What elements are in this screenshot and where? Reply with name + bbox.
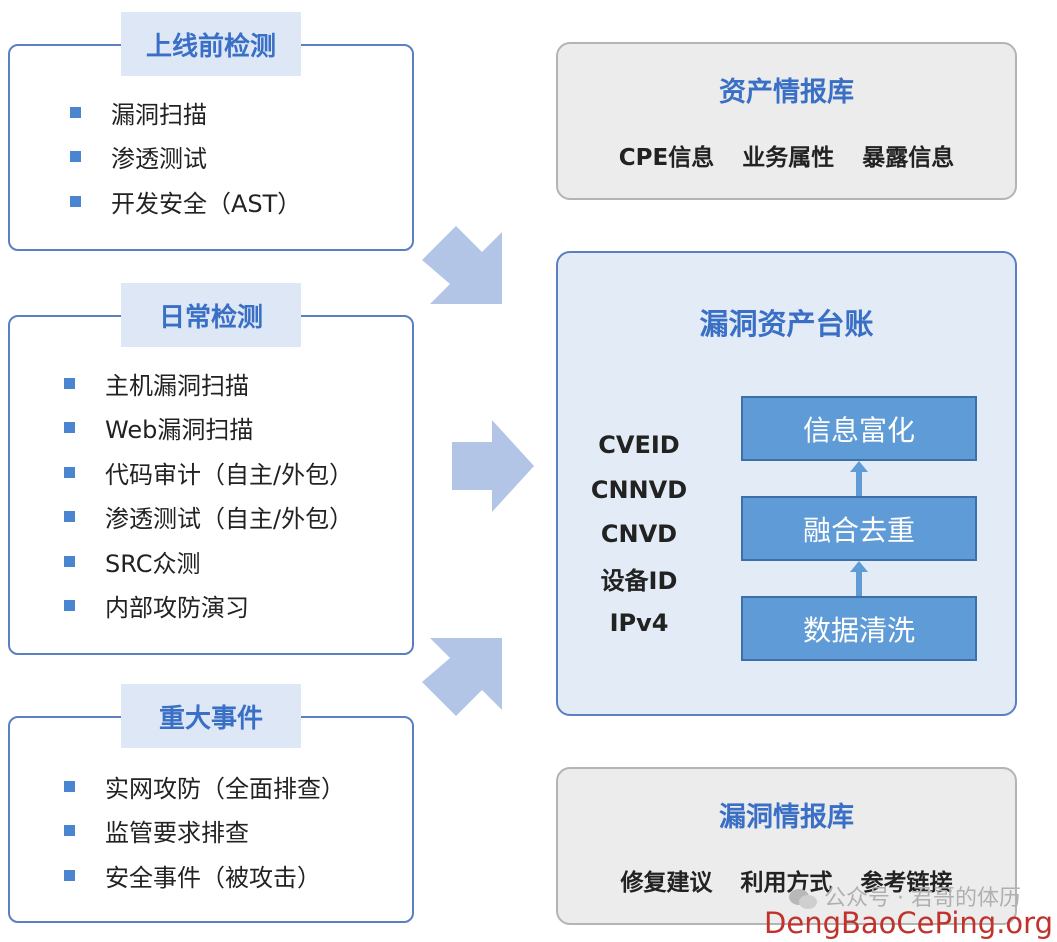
- list-item: 开发安全（AST）: [70, 179, 301, 224]
- source-list-major-events: 实网攻防（全面排查） 监管要求排查 安全事件（被攻击）: [64, 764, 345, 898]
- square-bullet-icon: [64, 466, 75, 478]
- source-list-daily: 主机漏洞扫描 Web漏洞扫描 代码审计（自主/外包） 渗透测试（自主/外包） S…: [64, 361, 353, 628]
- list-item: SRC众测: [64, 539, 353, 584]
- list-item: 主机漏洞扫描: [64, 361, 353, 406]
- square-bullet-icon: [64, 869, 75, 881]
- site-watermark: DengBaoCePing.org: [764, 906, 1053, 940]
- arrow-right-icon: [452, 420, 534, 512]
- asset-intel-fields: CPE信息 业务属性 暴露信息: [558, 138, 1015, 172]
- square-bullet-icon: [64, 825, 75, 837]
- square-bullet-icon: [64, 511, 75, 523]
- list-item: 安全事件（被攻击）: [64, 853, 345, 898]
- square-bullet-icon: [70, 195, 81, 207]
- asset-intel-box: 资产情报库 CPE信息 业务属性 暴露信息: [556, 42, 1017, 200]
- square-bullet-icon: [64, 422, 75, 434]
- arrow-up-icon: [850, 461, 868, 497]
- square-bullet-icon: [64, 377, 75, 389]
- asset-intel-title: 资产情报库: [719, 77, 854, 108]
- source-title-pre-launch: 上线前检测: [121, 12, 301, 76]
- vuln-intel-field: 参考链接: [860, 870, 953, 896]
- arrow-up-right-icon: [422, 638, 502, 716]
- asset-intel-field: 暴露信息: [862, 145, 955, 171]
- vuln-intel-box: 漏洞情报库 修复建议 利用方式 参考链接: [556, 767, 1017, 925]
- source-title-major-events: 重大事件: [121, 684, 301, 748]
- ledger-id: CNNVD: [590, 475, 688, 504]
- ledger-id: IPv4: [609, 609, 669, 638]
- vuln-intel-field: 修复建议: [620, 870, 713, 896]
- list-item: 监管要求排查: [64, 809, 345, 854]
- vuln-intel-field: 利用方式: [740, 870, 833, 896]
- square-bullet-icon: [70, 106, 81, 118]
- step-dedupe: 融合去重: [741, 496, 977, 561]
- arrow-up-icon: [850, 561, 868, 596]
- list-item: 内部攻防演习: [64, 584, 353, 629]
- source-panel-pre-launch: [8, 44, 414, 251]
- source-panel-major-events: [8, 716, 414, 923]
- step-enrich: 信息富化: [741, 396, 977, 461]
- ledger-id: 设备ID: [600, 567, 678, 596]
- list-item: 代码审计（自主/外包）: [64, 450, 353, 495]
- vuln-intel-fields: 修复建议 利用方式 参考链接: [558, 863, 1015, 897]
- list-item: 实网攻防（全面排查）: [64, 764, 345, 809]
- source-list-pre-launch: 漏洞扫描 渗透测试 开发安全（AST）: [70, 90, 301, 224]
- list-item: 漏洞扫描: [70, 90, 301, 135]
- vuln-intel-title: 漏洞情报库: [719, 802, 854, 833]
- step-cleanse: 数据清洗: [741, 596, 977, 661]
- list-item: Web漏洞扫描: [64, 406, 353, 451]
- ledger-title: 漏洞资产台账: [699, 307, 874, 341]
- ledger-id: CVEID: [598, 431, 680, 460]
- square-bullet-icon: [64, 600, 75, 612]
- list-item: 渗透测试: [70, 135, 301, 180]
- square-bullet-icon: [64, 780, 75, 792]
- square-bullet-icon: [70, 151, 81, 163]
- asset-intel-field: CPE信息: [618, 145, 715, 171]
- asset-intel-field: 业务属性: [742, 145, 835, 171]
- square-bullet-icon: [64, 555, 75, 567]
- ledger-id-list: CVEID CNNVD CNVD 设备ID IPv4: [580, 423, 698, 646]
- wechat-watermark: 公众号 · 君哥的体历: [788, 880, 1021, 912]
- vuln-asset-ledger-box: 漏洞资产台账 CVEID CNNVD CNVD 设备ID IPv4 信息富化 融…: [556, 251, 1017, 716]
- source-panel-daily: [8, 315, 414, 655]
- list-item: 渗透测试（自主/外包）: [64, 495, 353, 540]
- wechat-icon: [789, 889, 818, 909]
- arrow-down-right-icon: [422, 226, 502, 304]
- source-title-daily: 日常检测: [121, 283, 301, 347]
- ledger-id: CNVD: [600, 520, 678, 549]
